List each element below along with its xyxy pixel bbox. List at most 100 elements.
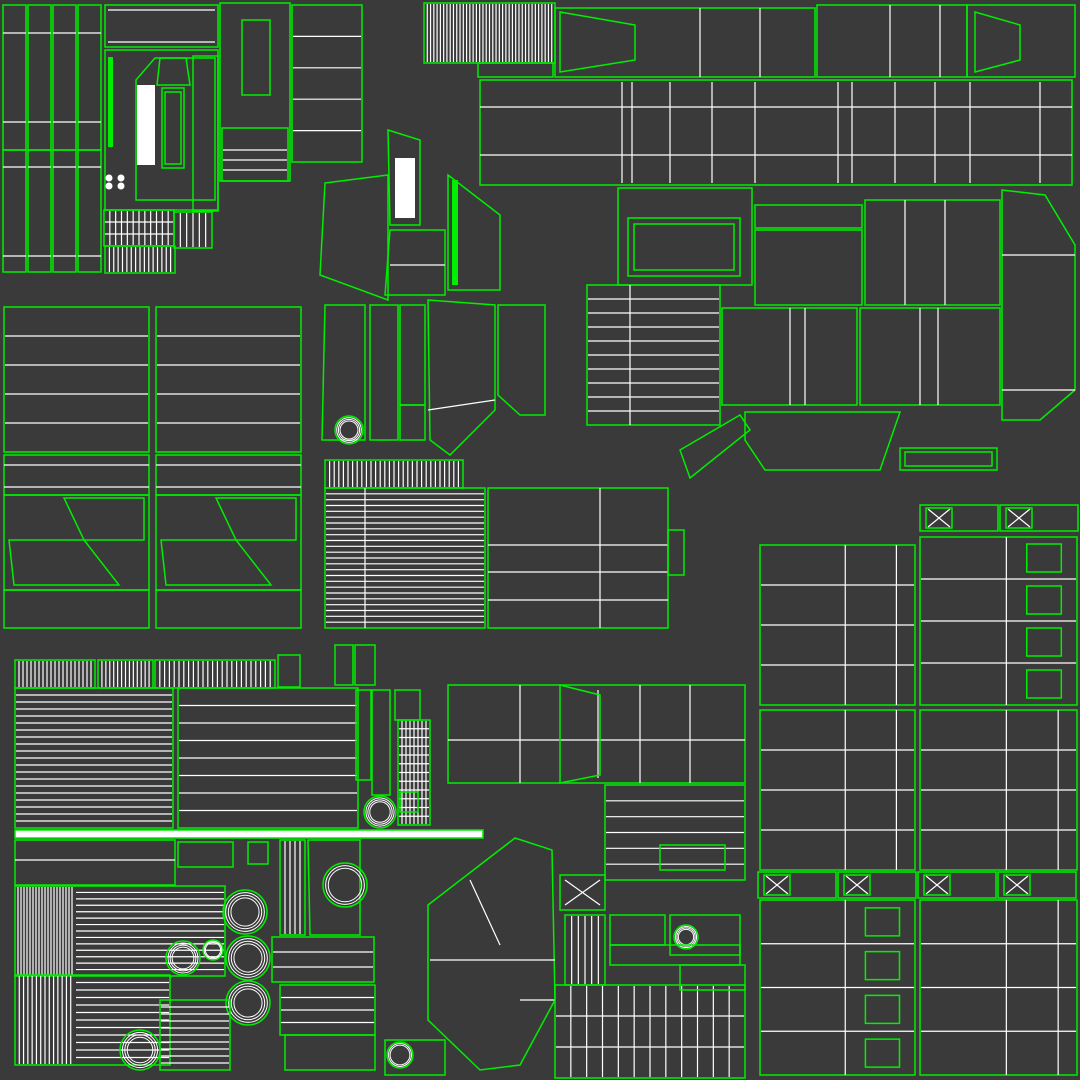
uv-island [62, 497, 145, 541]
uv-edge [674, 925, 698, 949]
uv-island-solid [15, 830, 483, 838]
uv-island [754, 229, 863, 306]
uv-island-solid [108, 57, 113, 147]
uv-island [609, 944, 741, 966]
uv-island [384, 229, 446, 296]
uv-island [479, 79, 1073, 186]
uv-island [192, 55, 219, 212]
uv-island [679, 964, 746, 991]
uv-edge [337, 418, 361, 442]
uv-edge [325, 865, 365, 905]
uv-island [1026, 543, 1063, 573]
uv-island [354, 644, 376, 686]
uv-edge [765, 875, 789, 895]
uv-edge [225, 892, 265, 932]
uv-island [321, 304, 366, 441]
uv-island [279, 839, 306, 936]
uv-island [899, 447, 998, 471]
uv-island [355, 689, 372, 781]
uv-island [843, 874, 871, 896]
uv-island [319, 174, 389, 302]
uv-island [77, 149, 102, 273]
uv-island [384, 1039, 446, 1076]
uv-island [447, 684, 746, 784]
uv-island [284, 1034, 376, 1071]
uv-island [864, 994, 901, 1025]
uv-panel [919, 536, 1078, 706]
uv-island [1026, 585, 1063, 615]
uv-strut [837, 871, 917, 899]
uv-island [667, 529, 685, 576]
uv-island-solid [395, 158, 415, 218]
uv-island [334, 644, 354, 686]
uv-edge [427, 399, 496, 411]
uv-island [155, 306, 302, 453]
uv-panel [759, 709, 916, 871]
uv-island [160, 539, 273, 586]
uv-dot [105, 182, 113, 190]
uv-island [161, 87, 185, 169]
uv-strut [997, 871, 1077, 899]
uv-edge [1005, 875, 1029, 895]
uv-island [447, 173, 501, 291]
uv-island [159, 999, 231, 1071]
uv-island [559, 874, 606, 911]
uv-island [247, 841, 269, 865]
uv-island [221, 127, 289, 182]
uv-island [427, 299, 496, 456]
uv-island [617, 187, 753, 286]
uv-island [659, 844, 726, 871]
uv-strut [917, 871, 997, 899]
uv-island [387, 128, 421, 226]
uv-island [177, 841, 234, 868]
uv-island [3, 306, 150, 453]
uv-edge [228, 983, 268, 1023]
uv-edge [389, 1044, 411, 1066]
uv-island [1026, 627, 1063, 657]
uv-edge [171, 946, 195, 970]
uv-island-round [165, 940, 201, 976]
uv-island-solid [137, 85, 155, 165]
uv-island [1003, 874, 1031, 896]
uv-edge [469, 879, 501, 946]
uv-island [925, 507, 953, 529]
uv-island-round [322, 862, 368, 908]
uv-edge [121, 1031, 159, 1069]
uv-island [744, 411, 902, 471]
uv-dot [117, 174, 125, 182]
uv-island [859, 307, 1001, 406]
uv-island [399, 791, 419, 813]
uv-edge [230, 897, 260, 927]
uv-island-round [334, 415, 364, 445]
uv-island [3, 589, 150, 629]
uv-island [214, 497, 297, 541]
uv-edge [367, 799, 393, 825]
uv-island-round [363, 795, 397, 829]
uv-island [324, 487, 486, 629]
uv-panel [759, 899, 916, 1076]
uv-island [864, 199, 1001, 306]
uv-island [14, 829, 484, 839]
uv-island [763, 874, 791, 896]
uv-island [27, 149, 52, 273]
uv-island-round [225, 980, 271, 1026]
uv-edge [204, 941, 222, 959]
uv-island [369, 304, 399, 441]
uv-edge [124, 1034, 156, 1066]
uv-edge [336, 417, 362, 443]
uv-edge [845, 875, 869, 895]
uv-edge [388, 1043, 412, 1067]
uv-island [156, 57, 191, 86]
uv-island [477, 62, 554, 78]
uv-strut [919, 504, 999, 532]
uv-edge [1007, 508, 1031, 528]
uv-island [104, 245, 176, 274]
uv-island [307, 839, 361, 936]
uv-edge [126, 1036, 154, 1064]
uv-edge [564, 879, 601, 906]
uv-edge [369, 801, 391, 823]
uv-island [399, 404, 426, 441]
uv-island [1005, 507, 1033, 529]
